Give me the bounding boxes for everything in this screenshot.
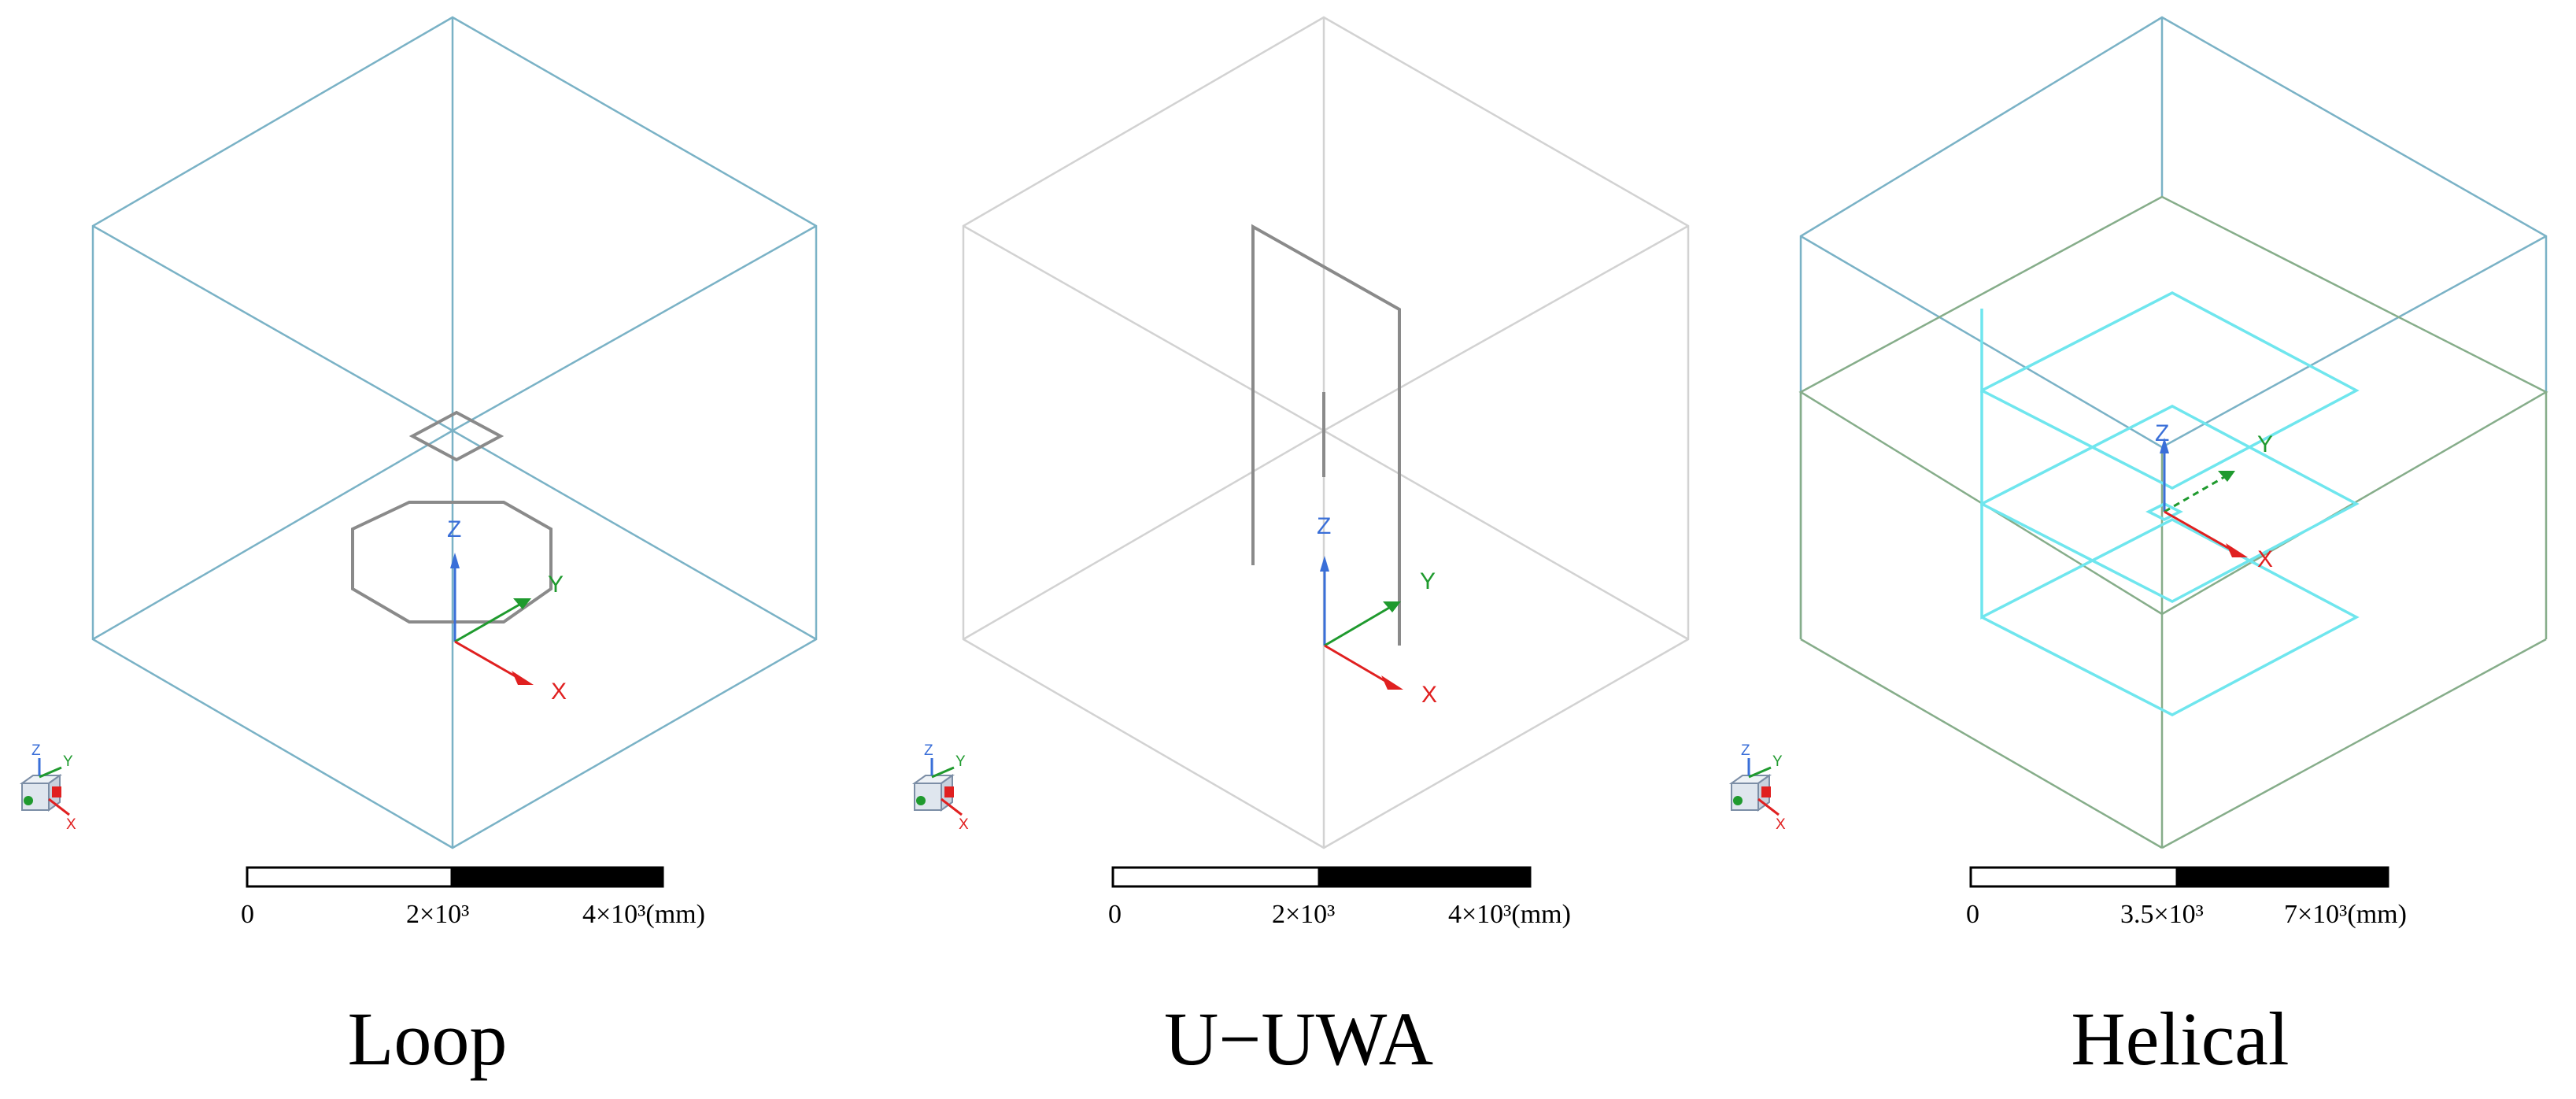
helical-antenna (1980, 291, 2360, 716)
scale-bar: 0 3.5×10³ 7×10³(mm) (1966, 866, 2407, 929)
loop-antenna (351, 410, 553, 624)
scale-label-start: 0 (1108, 900, 1122, 929)
orientation-cube-icon[interactable]: Z Y X (1728, 742, 1786, 833)
bounding-box (962, 16, 1690, 849)
local-axes: Z Y X (1317, 513, 1437, 708)
orientation-cube-icon[interactable]: Z Y X (19, 742, 76, 833)
svg-text:Y: Y (1772, 753, 1783, 770)
small-loop (408, 410, 504, 462)
coil-turn-middle (1980, 390, 2360, 603)
svg-text:Z: Z (1741, 742, 1750, 759)
bounding-box (91, 16, 818, 849)
svg-text:X: X (66, 816, 76, 833)
svg-text:X: X (1776, 816, 1786, 833)
axis-label-x: X (551, 679, 567, 705)
panel-loop: Z Y X Z Y X 0 2×10³ 4×10³(mm) Loop (19, 16, 818, 1081)
panel-caption: U−UWA (1164, 997, 1433, 1081)
panel-u-uwa: Z Y X Z Y X 0 2×10³ 4×10³(mm) U−UWA (911, 16, 1690, 1081)
scale-bar: 0 2×10³ 4×10³(mm) (1108, 866, 1571, 929)
axis-label-z: Z (1317, 513, 1331, 539)
coil-turn-top (1980, 291, 2360, 490)
local-axes: Z Y X (2155, 420, 2273, 572)
scale-label-end: 7×10³(mm) (2284, 900, 2407, 929)
panel-caption: Loop (348, 997, 508, 1081)
u-uwa-antenna (1251, 224, 1401, 646)
local-axes: Z Y X (447, 516, 567, 705)
scale-label-mid: 3.5×10³ (2120, 900, 2204, 929)
axis-label-y: Y (1420, 568, 1436, 594)
svg-text:Y: Y (63, 753, 73, 770)
coil-feed (2145, 502, 2183, 521)
scale-label-end: 4×10³(mm) (1448, 900, 1571, 929)
axis-label-y: Y (2257, 431, 2273, 457)
coil-turn-bottom (1980, 504, 2360, 716)
octagon-loop (351, 501, 553, 624)
axis-label-z: Z (447, 516, 461, 542)
u-shaped-wire (1251, 224, 1401, 646)
axis-label-x: X (2257, 546, 2273, 572)
scale-label-start: 0 (1966, 900, 1979, 929)
axis-label-z: Z (2155, 420, 2169, 446)
orientation-cube-icon[interactable]: Z Y X (911, 742, 969, 833)
scale-bar: 0 2×10³ 4×10³(mm) (241, 866, 705, 929)
axis-label-x: X (1421, 682, 1437, 708)
inner-box (1798, 195, 2548, 849)
scale-label-end: 4×10³(mm) (582, 900, 705, 929)
svg-text:X: X (959, 816, 969, 833)
panel-helical: Z Y X Z Y X 0 3.5×10³ 7×10³(mm) Helical (1728, 16, 2548, 1081)
axis-label-y: Y (548, 572, 564, 598)
panel-caption: Helical (2071, 997, 2289, 1081)
scale-label-mid: 2×10³ (406, 900, 469, 929)
svg-text:Z: Z (924, 742, 933, 759)
svg-text:Z: Z (31, 742, 41, 759)
scale-label-mid: 2×10³ (1272, 900, 1335, 929)
svg-text:Y: Y (955, 753, 966, 770)
scale-label-start: 0 (241, 900, 254, 929)
bounding-box (1799, 16, 2548, 639)
